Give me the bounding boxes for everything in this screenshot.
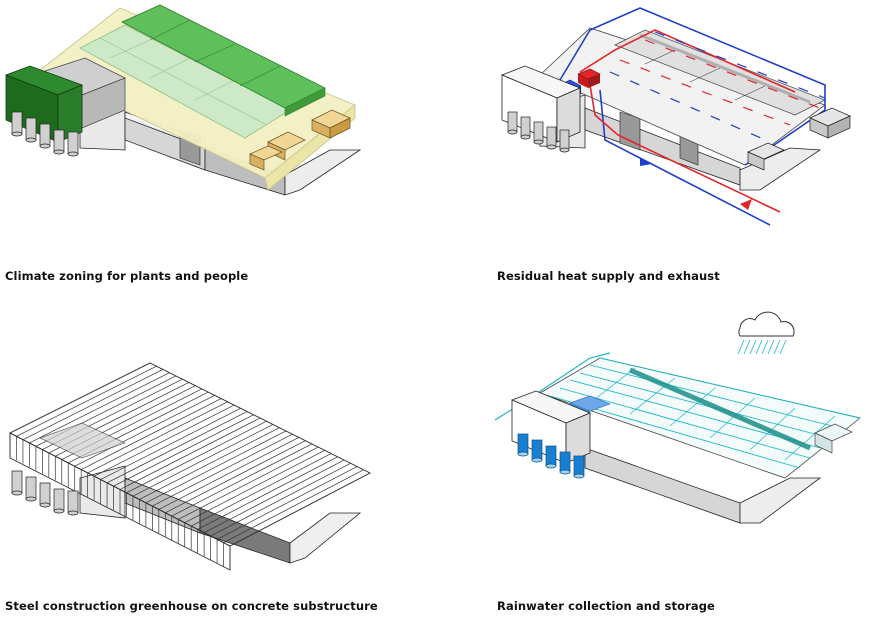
caption-climate-zoning: Climate zoning for plants and people: [5, 269, 249, 283]
panel-climate-zoning: Climate zoning for plants and people: [0, 0, 440, 308]
residual-heat-diagram: [500, 7, 851, 226]
cloud-icon: [737, 311, 795, 355]
steel-construction-diagram: [9, 362, 371, 571]
caption-steel-construction: Steel construction greenhouse on concret…: [5, 599, 378, 613]
climate-zoning-diagram: [4, 4, 362, 196]
caption-rainwater: Rainwater collection and storage: [497, 599, 715, 613]
panel-steel-construction: Steel construction greenhouse on concret…: [0, 308, 440, 616]
panel-rainwater: Rainwater collection and storage: [440, 308, 880, 616]
panel-residual-heat: Residual heat supply and exhaust: [440, 0, 880, 308]
caption-residual-heat: Residual heat supply and exhaust: [497, 269, 720, 283]
rainwater-diagram: [494, 311, 861, 524]
